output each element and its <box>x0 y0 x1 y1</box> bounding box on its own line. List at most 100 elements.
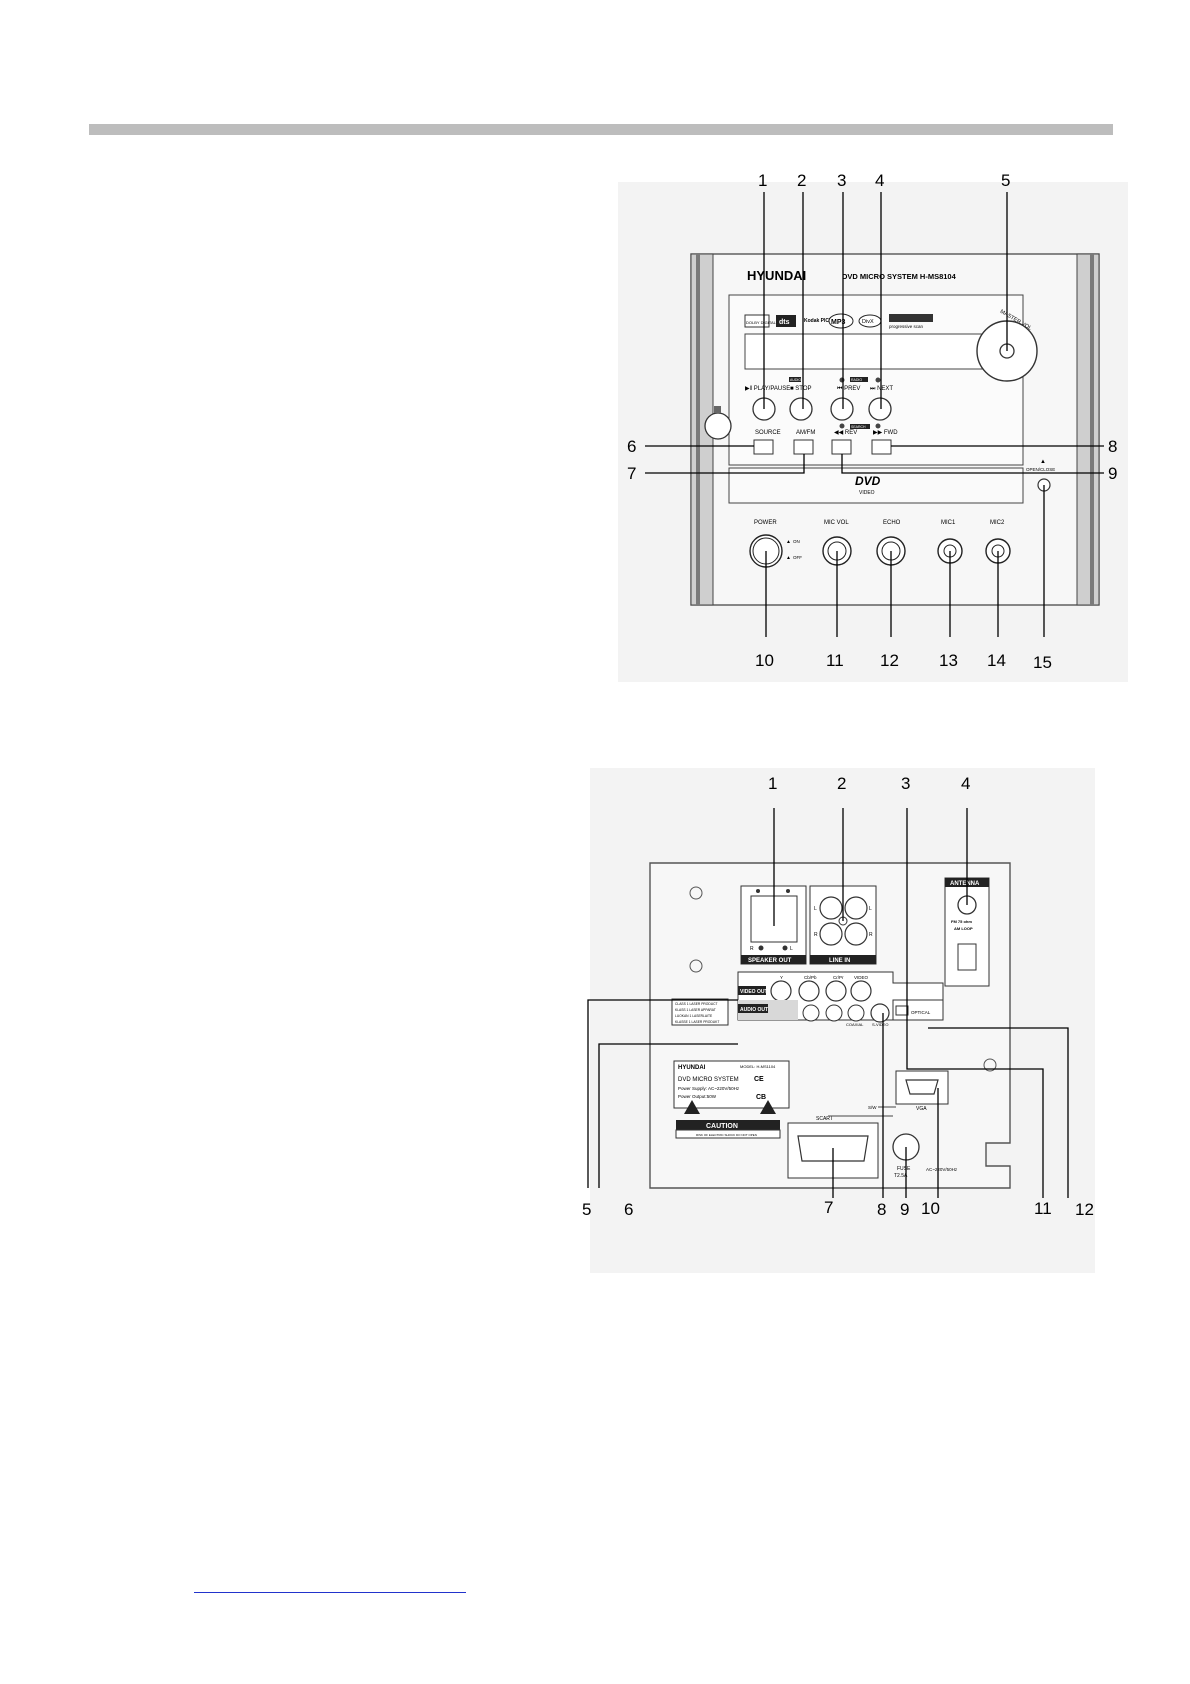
rev-label: ◀◀ REV <box>834 430 857 436</box>
svg-text:S/W: S/W <box>868 1105 877 1110</box>
svg-text:MP3: MP3 <box>831 319 846 326</box>
svg-text:Power Output:50W: Power Output:50W <box>678 1094 717 1099</box>
front-callout-11: 11 <box>826 651 844 670</box>
speaker-out-label: SPEAKER OUT <box>748 958 792 964</box>
dvd-video-text: VIDEO <box>859 490 875 496</box>
svg-text:HYUNDAI: HYUNDAI <box>678 1065 706 1071</box>
svg-text:S-VIDEO: S-VIDEO <box>872 1022 888 1027</box>
svg-text:KLASSE 1 LASER PRODUKT: KLASSE 1 LASER PRODUKT <box>675 1020 719 1024</box>
svg-text:MODEL: H-MS1104: MODEL: H-MS1104 <box>740 1064 776 1069</box>
video-jack[interactable] <box>850 980 872 1002</box>
svg-text:COAXIAL: COAXIAL <box>846 1022 864 1027</box>
front-panel-diagram: HYUNDAI DVD MICRO SYSTEM H-MS8104 DOLBY … <box>618 171 1128 682</box>
svg-text:dts: dts <box>779 319 790 326</box>
laser-label <box>671 998 729 1026</box>
stop-button[interactable] <box>789 397 813 421</box>
rear-callout-12: 12 <box>1075 1200 1094 1219</box>
progressive-scan-logo <box>889 314 933 322</box>
fwd-button[interactable] <box>871 439 892 455</box>
shock-warning-icon <box>684 1100 700 1114</box>
footer-link-underline[interactable] <box>194 1592 466 1593</box>
front-callout-14: 14 <box>987 651 1006 670</box>
svg-text:AUDIO: AUDIO <box>790 378 801 382</box>
svg-text:CLASS 1 LASER PRODUCT: CLASS 1 LASER PRODUCT <box>675 1002 718 1006</box>
rear-callout-8: 8 <box>877 1200 886 1219</box>
svg-text:SEARCH: SEARCH <box>851 425 866 429</box>
front-callout-10: 10 <box>755 651 774 670</box>
audio-r-jack[interactable] <box>825 1004 843 1022</box>
rear-callout-3: 3 <box>901 774 910 793</box>
svg-text:FM 75 ohm: FM 75 ohm <box>951 919 972 924</box>
rev-button[interactable] <box>831 439 852 455</box>
mains-rating: AC~220V/50Hz <box>926 1167 958 1172</box>
line-in-l-jack[interactable] <box>819 896 843 920</box>
rear-callout-4: 4 <box>961 774 970 793</box>
next-button[interactable] <box>868 397 892 421</box>
svg-text:Cr/Pr: Cr/Pr <box>833 975 844 980</box>
eject-icon: ▲ <box>1040 459 1046 465</box>
s-video-jack[interactable] <box>870 1003 890 1023</box>
mic2-label: MIC2 <box>990 520 1005 526</box>
svg-text:RISK OF ELECTRIC SHOCK DO NOT: RISK OF ELECTRIC SHOCK DO NOT OPEN <box>696 1133 757 1137</box>
dts-logo <box>776 315 796 327</box>
vga-connector[interactable] <box>905 1079 939 1095</box>
front-callout-7: 7 <box>627 464 636 483</box>
amfm-label: AM/FM <box>796 430 815 436</box>
svg-text:OFF: OFF <box>793 555 802 560</box>
svg-text:R: R <box>750 946 754 952</box>
coaxial-jack[interactable] <box>847 1004 865 1022</box>
front-leader-lines <box>645 192 1104 637</box>
power-label: POWER <box>754 520 777 526</box>
line-in-label: LINE IN <box>829 958 850 964</box>
front-callout-5: 5 <box>1001 171 1010 190</box>
rear-callout-6: 6 <box>624 1200 633 1219</box>
svg-text:Power Supply: AC~220V/50Hz: Power Supply: AC~220V/50Hz <box>678 1086 740 1091</box>
svg-text:DOLBY DIGITAL: DOLBY DIGITAL <box>746 320 777 325</box>
kodak-logo: Kodak PICTURE CD <box>804 318 852 324</box>
standby-icon <box>714 406 721 413</box>
rear-callout-2: 2 <box>837 774 846 793</box>
format-logos: DOLBY DIGITAL dts Kodak PICTURE CD MP3 D… <box>744 313 933 329</box>
caution-label: CAUTION <box>706 1123 738 1130</box>
front-callout-15: 15 <box>1033 653 1052 672</box>
line-in-r2-jack[interactable] <box>844 922 868 946</box>
audio-l-jack[interactable] <box>802 1004 820 1022</box>
svg-text:VIDEO: VIDEO <box>854 975 869 980</box>
cr-pr-jack[interactable] <box>825 980 847 1002</box>
line-in-r-jack[interactable] <box>819 922 843 946</box>
source-button[interactable] <box>753 439 774 455</box>
svg-text:VGA: VGA <box>916 1106 927 1112</box>
line-in-l2-jack[interactable] <box>844 896 868 920</box>
rear-callout-7: 7 <box>824 1198 833 1217</box>
mic-vol-label: MIC VOL <box>824 520 849 526</box>
source-label: SOURCE <box>755 430 781 436</box>
disc-tray <box>728 467 1024 504</box>
front-callout-8: 8 <box>1108 437 1117 456</box>
svg-text:LUOKAN 1 LASERLAITE: LUOKAN 1 LASERLAITE <box>675 1014 713 1018</box>
rear-panel-diagram: R L SPEAKER OUT L L R R LINE IN ANTENNA … <box>582 768 1095 1273</box>
svg-text:AM LOOP: AM LOOP <box>954 926 973 931</box>
svg-text:L: L <box>790 946 793 952</box>
svg-text:progressive scan: progressive scan <box>889 324 924 329</box>
rear-callout-11: 11 <box>1034 1199 1052 1218</box>
svg-text:▲: ▲ <box>786 555 791 561</box>
rear-callout-10: 10 <box>921 1199 940 1218</box>
cb-pb-jack[interactable] <box>798 980 820 1002</box>
play-pause-label: ▶‖ PLAY/PAUSE <box>745 386 790 392</box>
y-jack[interactable] <box>770 980 792 1002</box>
svg-text:FUSE: FUSE <box>897 1166 911 1172</box>
next-label: ⏭ NEXT <box>870 386 893 392</box>
front-callout-6: 6 <box>627 437 636 456</box>
prev-button[interactable] <box>830 397 854 421</box>
svg-text:L: L <box>814 906 817 912</box>
prev-label: ⏮ PREV <box>837 386 860 392</box>
cb-mark: CB <box>756 1094 766 1101</box>
svg-text:ON: ON <box>793 539 800 544</box>
amfm-button[interactable] <box>793 439 814 455</box>
svg-text:R: R <box>869 932 873 938</box>
front-callout-2: 2 <box>797 171 806 190</box>
svg-text:SCART: SCART <box>816 1116 833 1122</box>
standby-button[interactable] <box>704 412 732 440</box>
optical-port[interactable] <box>895 1005 909 1016</box>
svg-text:RADIO: RADIO <box>851 378 862 382</box>
